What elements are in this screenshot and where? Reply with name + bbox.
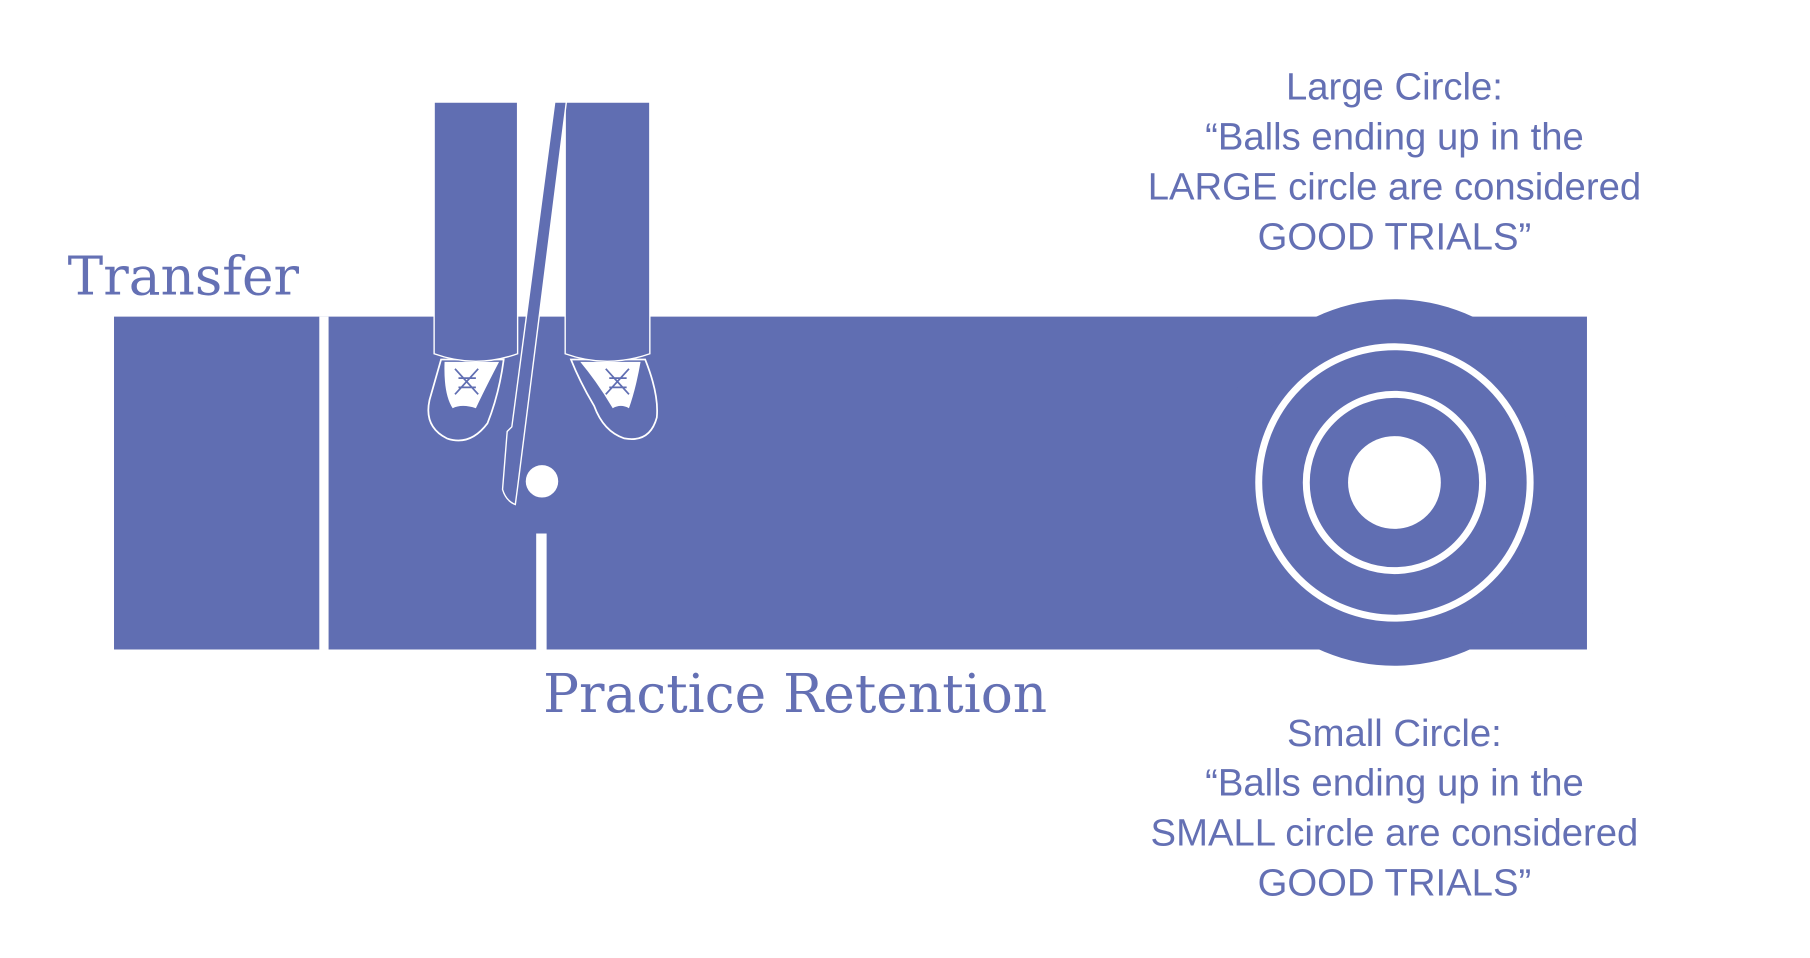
small-circle-line: GOOD TRIALS” [1258, 861, 1532, 904]
transfer-label: Transfer [68, 245, 300, 308]
golf-ball [525, 465, 559, 498]
large-circle [1255, 343, 1534, 622]
large-circle-line: “Balls ending up in the [1205, 116, 1584, 159]
small-circle-line: “Balls ending up in the [1205, 762, 1584, 805]
large-circle-title: Large Circle: [1286, 66, 1503, 109]
left-leg [433, 101, 519, 362]
golfer-icon [427, 101, 658, 506]
practice-line [536, 533, 547, 650]
small-circle-caption: Small Circle: “Balls ending up in the SM… [1151, 712, 1639, 905]
practice-retention-label: Practice Retention [543, 662, 1047, 725]
small-circle-title: Small Circle: [1287, 712, 1502, 755]
small-circle-line: SMALL circle are considered [1151, 811, 1639, 854]
target-circles [1255, 343, 1534, 622]
small-circle [1302, 390, 1487, 575]
hole [1348, 436, 1441, 529]
large-circle-caption: Large Circle: “Balls ending up in the LA… [1148, 66, 1641, 259]
putter-icon [501, 101, 568, 506]
large-circle-line: GOOD TRIALS” [1258, 215, 1532, 258]
transfer-line [319, 316, 329, 650]
large-circle-line: LARGE circle are considered [1148, 165, 1641, 208]
right-leg [564, 101, 651, 362]
